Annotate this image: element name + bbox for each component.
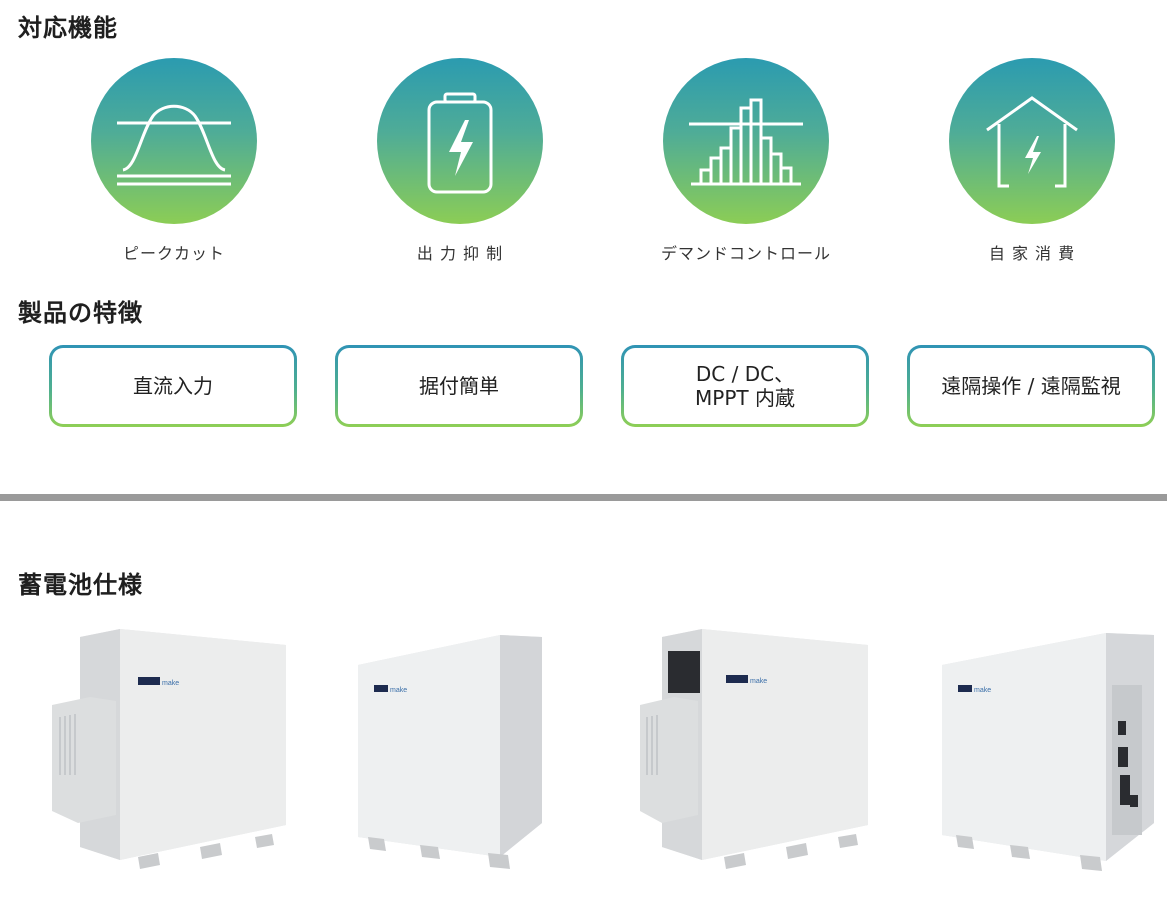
feature-label: 据付簡単 bbox=[338, 348, 580, 424]
svg-text:make: make bbox=[390, 687, 407, 694]
functions-section-title: 対応機能 bbox=[18, 14, 118, 42]
function-label: 自 家 消 費 bbox=[988, 244, 1076, 263]
peak-cut-icon bbox=[91, 58, 257, 224]
product-image-1: make bbox=[50, 625, 290, 885]
product-image-4: make bbox=[936, 625, 1166, 885]
feature-label: DC / DC、 MPPT 内蔵 bbox=[624, 348, 866, 424]
section-divider bbox=[0, 494, 1167, 501]
demand-control-icon bbox=[663, 58, 829, 224]
battery-charge-icon bbox=[377, 58, 543, 224]
features-section-title: 製品の特徴 bbox=[18, 299, 143, 327]
function-peak-cut: ピークカット bbox=[74, 58, 274, 264]
function-label: デマンドコントロール bbox=[660, 244, 831, 263]
feature-label: 遠隔操作 / 遠隔監視 bbox=[910, 348, 1152, 424]
svg-text:make: make bbox=[974, 687, 991, 694]
specs-section-title: 蓄電池仕様 bbox=[18, 571, 143, 599]
svg-text:make: make bbox=[750, 678, 767, 685]
function-demand-control: デマンドコントロール bbox=[646, 58, 846, 264]
feature-box-remote: 遠隔操作 / 遠隔監視 bbox=[907, 345, 1155, 427]
product-image-3: make bbox=[638, 625, 878, 885]
product-image-2: make bbox=[350, 625, 580, 885]
function-output-control: 出 力 抑 制 bbox=[360, 58, 560, 264]
feature-box-mppt: DC / DC、 MPPT 内蔵 bbox=[621, 345, 869, 427]
function-label: ピークカット bbox=[122, 244, 225, 263]
function-self-consumption: 自 家 消 費 bbox=[932, 58, 1132, 264]
home-power-icon bbox=[949, 58, 1115, 224]
function-label: 出 力 抑 制 bbox=[416, 244, 504, 263]
feature-label: 直流入力 bbox=[52, 348, 294, 424]
feature-box-dc-input: 直流入力 bbox=[49, 345, 297, 427]
feature-box-easy-install: 据付簡単 bbox=[335, 345, 583, 427]
svg-text:make: make bbox=[162, 680, 179, 687]
